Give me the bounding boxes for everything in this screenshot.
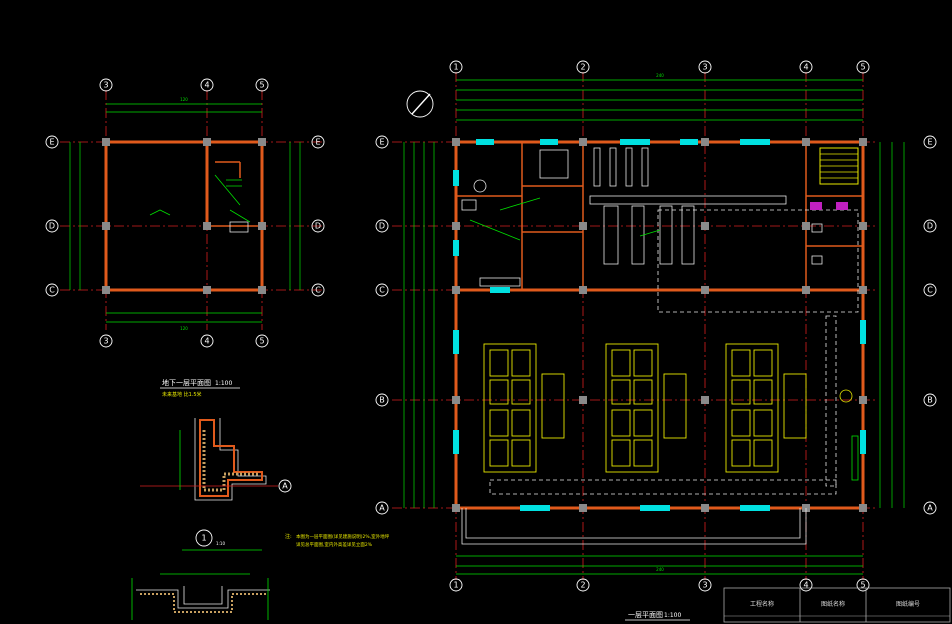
- ground-plan-scale: 1:100: [664, 612, 681, 619]
- bubble-b-row-1: E: [49, 138, 54, 147]
- basement-subtitle: 未来基地 比1.5米: [162, 391, 202, 398]
- bubble-b-col-3: 5: [259, 81, 264, 90]
- detail-one-bubble: 1: [201, 534, 206, 543]
- basement-title: 地下一层平面图: [162, 378, 211, 387]
- basement-scale: 1:100: [215, 380, 232, 387]
- bubble-col-2b: 2: [580, 581, 585, 590]
- table-set-3: [725, 343, 807, 473]
- bubble-row-b-r: B: [927, 396, 933, 405]
- columns: [452, 138, 867, 512]
- basement-total-dim-bottom: 120: [180, 326, 188, 331]
- basement-total-dim: 120: [180, 97, 188, 102]
- title-block-cell-1: 工程名称: [750, 600, 774, 608]
- bubble-row-c: C: [379, 286, 385, 295]
- note-line-1: 本图为一层平面图(详见建施说明)2%,室外地坪: [296, 533, 390, 540]
- bubble-b-col-1: 3: [103, 81, 108, 90]
- staircase: [810, 147, 859, 265]
- main-total-dim-bottom: 240: [656, 567, 664, 572]
- bubble-b-col-2b: 4: [204, 337, 209, 346]
- bubble-row-e: E: [379, 138, 384, 147]
- bubble-col-4b: 4: [803, 581, 808, 590]
- table-set-2: [605, 343, 687, 473]
- bubble-col-3b: 3: [702, 581, 707, 590]
- ground-floor-plan: 240 240 1 2 3 4 5 1 2 3 4 5 E D C B A E …: [375, 60, 937, 592]
- bubble-row-d-r: D: [927, 222, 933, 231]
- bubble-col-4: 4: [803, 63, 808, 72]
- bubble-row-b: B: [379, 396, 385, 405]
- note-line-2: 详见总平面图,室内外高差详见立面2%: [296, 541, 373, 548]
- kitchen-equipment: [461, 147, 859, 313]
- bubble-col-1b: 1: [453, 581, 458, 590]
- wall-section-detail: A: [140, 418, 292, 501]
- bubble-b-row-1r: E: [315, 138, 320, 147]
- notes: 注: 本图为一层平面图(详见建施说明)2%,室外地坪 详见总平面图,室内外高差详…: [285, 533, 390, 548]
- bubble-col-2: 2: [580, 63, 585, 72]
- bubble-b-col-2: 4: [204, 81, 209, 90]
- table-set-1: [483, 343, 565, 473]
- ground-plan-title: 一层平面图: [628, 611, 663, 619]
- bubble-b-row-2: D: [49, 222, 55, 231]
- detail-one: 1 1:10: [131, 529, 270, 620]
- note-prefix: 注:: [285, 533, 292, 540]
- bubble-b-row-3r: C: [315, 286, 321, 295]
- title-block-cell-3: 图纸编号: [896, 600, 920, 608]
- dining-area: [483, 315, 859, 495]
- title-block-cell-2: 图纸名称: [821, 600, 845, 608]
- basement-plan: 120 120 3 4 5 3 4 5 E D C E D C: [45, 78, 325, 348]
- bubble-col-5b: 5: [860, 581, 865, 590]
- title-block: 工程名称 图纸名称 图纸编号: [723, 587, 951, 623]
- bubble-row-d: D: [379, 222, 385, 231]
- bubble-b-col-1b: 3: [103, 337, 108, 346]
- main-total-dim-top: 240: [656, 73, 664, 78]
- bubble-row-a-r: A: [927, 504, 933, 513]
- bubble-b-row-3: C: [49, 286, 55, 295]
- bubble-row-c-r: C: [927, 286, 933, 295]
- detail-one-scale: 1:10: [216, 541, 225, 546]
- ground-plan-title-block: 一层平面图 1:100: [625, 611, 690, 621]
- bubble-col-5: 5: [860, 63, 865, 72]
- bubble-row-e-r: E: [927, 138, 932, 147]
- bubble-row-a: A: [379, 504, 385, 513]
- bubble-col-3: 3: [702, 63, 707, 72]
- bubble-col-1: 1: [453, 63, 458, 72]
- bubble-b-row-2r: D: [315, 222, 321, 231]
- basement-title-block: 地下一层平面图 1:100 未来基地 比1.5米: [160, 378, 240, 398]
- bubble-detail-axis: A: [282, 482, 288, 491]
- bubble-b-col-3b: 5: [259, 337, 264, 346]
